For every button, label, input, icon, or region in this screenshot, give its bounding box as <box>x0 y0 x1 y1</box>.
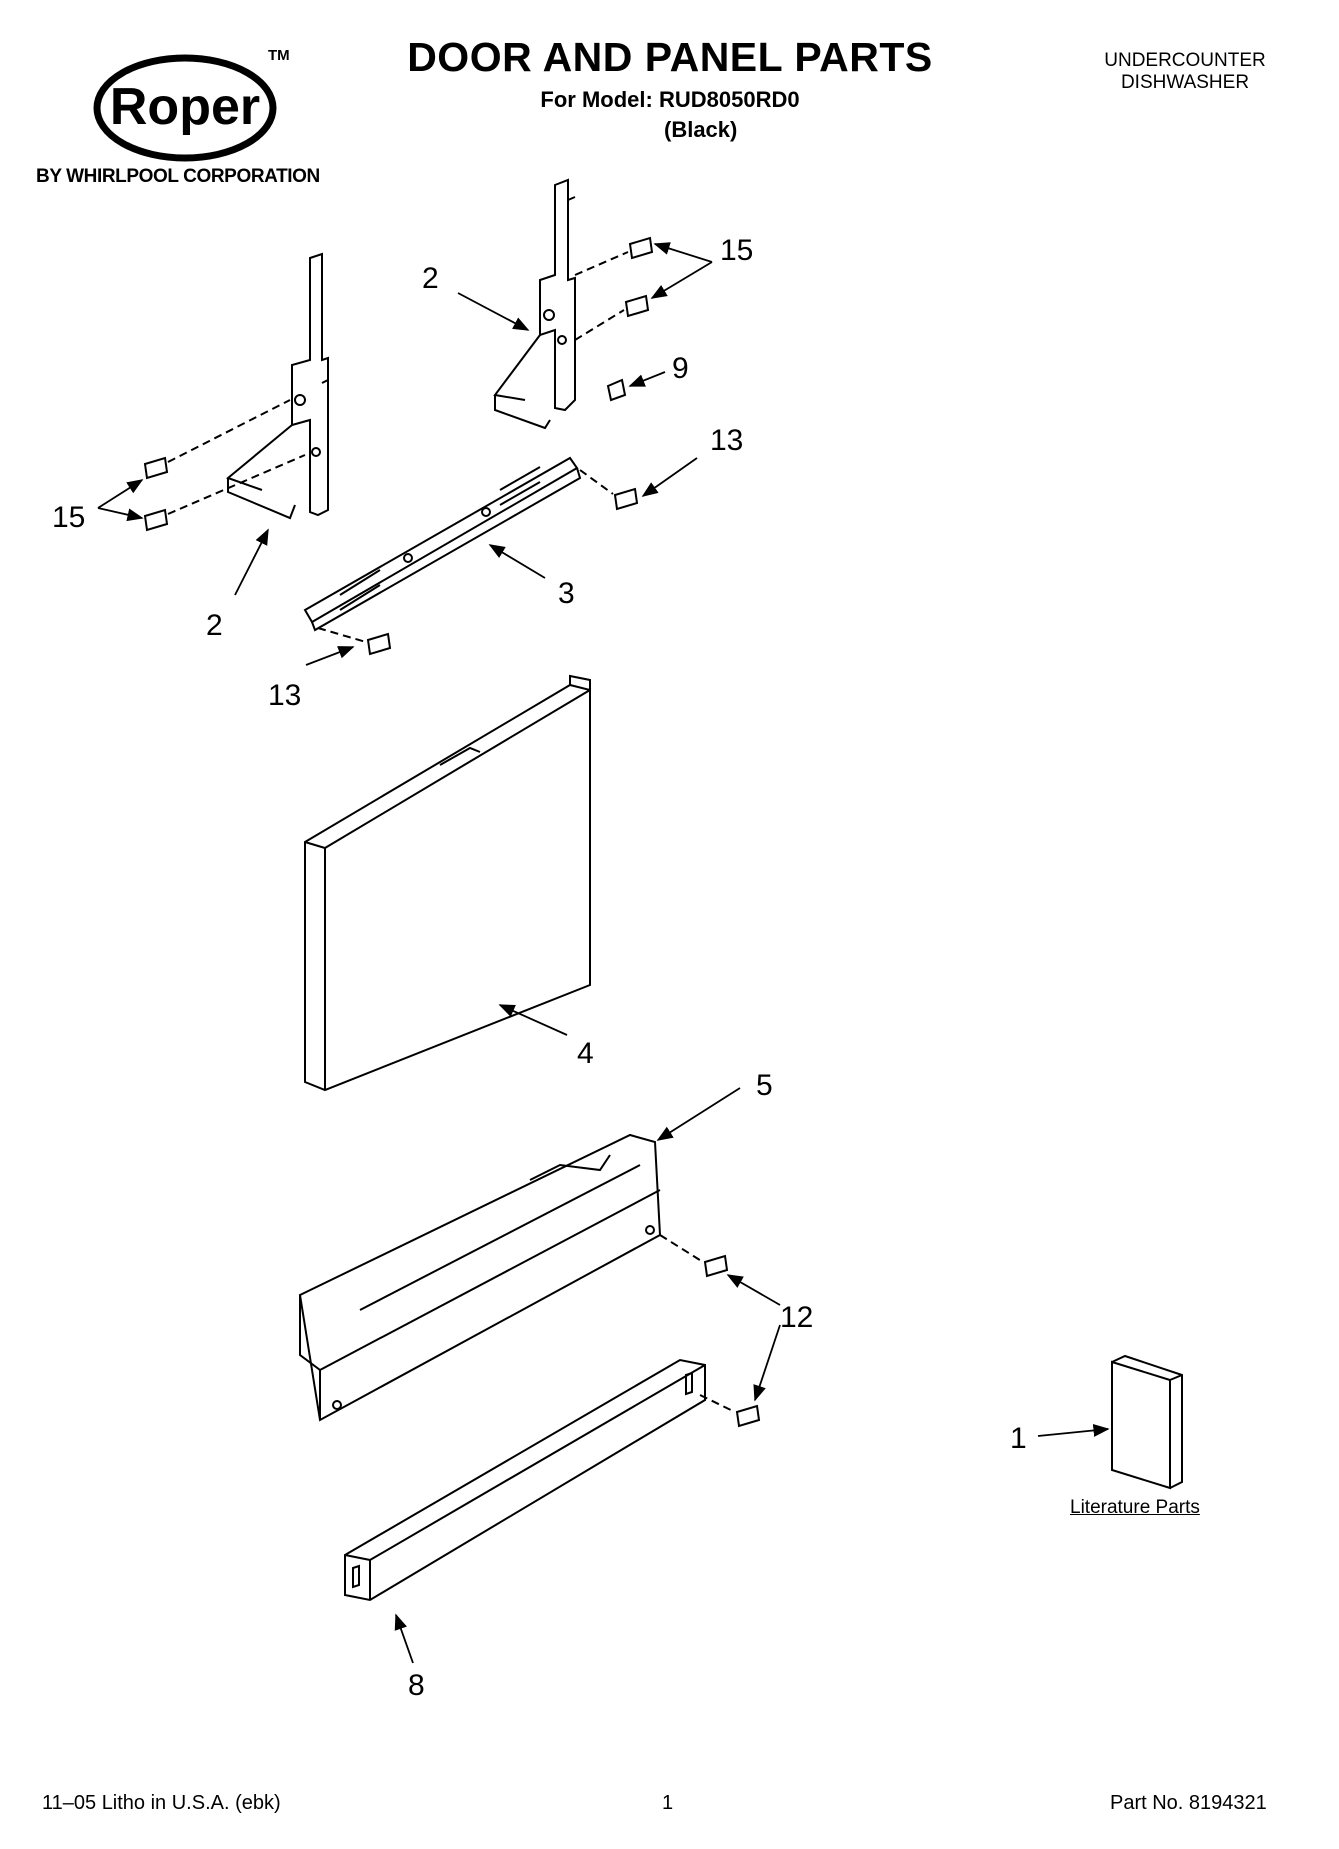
model-number: For Model: RUD8050RD0 <box>540 87 800 112</box>
footer-print-info: 11–05 Litho in U.S.A. (ebk) <box>42 1792 281 1814</box>
callout-screw-13-left: 13 <box>268 679 301 712</box>
corporation-label: BY WHIRLPOOL CORPORATION <box>36 166 320 187</box>
callout-literature: 1 <box>1010 1422 1027 1455</box>
callout-screws-15-left: 15 <box>52 501 85 534</box>
screw-13-left <box>366 632 392 656</box>
product-type-line2: DISHWASHER <box>1120 72 1250 93</box>
part-number: Part No. 8194321 <box>1110 1792 1267 1814</box>
literature-parts-label: Literature Parts <box>1070 1497 1200 1518</box>
callout-hinge-right: 2 <box>422 262 439 295</box>
callout-screws-15-right: 15 <box>720 234 753 267</box>
clip-part <box>606 378 627 402</box>
literature-book-part <box>1111 1354 1183 1490</box>
screw-12-lower <box>735 1404 761 1428</box>
screw-13-right <box>613 487 639 511</box>
product-type-line1: UNDERCOUNTER <box>1104 50 1266 71</box>
roper-logo: Roper TM <box>93 47 290 162</box>
screws-15-left <box>143 399 306 532</box>
screw-12-upper <box>703 1254 729 1278</box>
callout-door-panel: 4 <box>577 1037 594 1070</box>
screws-15-right <box>574 236 654 341</box>
page-number: 1 <box>662 1792 674 1814</box>
callout-kick-plate: 8 <box>408 1669 425 1702</box>
callout-screw-13-right: 13 <box>710 424 743 457</box>
brand-name: Roper <box>110 78 260 136</box>
trademark-mark: TM <box>268 47 290 64</box>
right-hinge-part <box>493 178 576 430</box>
kick-plate-part <box>344 1358 706 1602</box>
callout-screws-12: 12 <box>780 1301 813 1334</box>
callout-clip: 9 <box>672 352 689 385</box>
model-color: (Black) <box>664 117 738 142</box>
mounting-brace-part <box>303 456 582 632</box>
lower-panel-part <box>298 1133 662 1422</box>
callout-hinge-left: 2 <box>206 609 223 642</box>
door-panel-part <box>304 674 591 1092</box>
callout-brace: 3 <box>558 577 575 610</box>
callout-lower-panel: 5 <box>756 1069 773 1102</box>
left-hinge-part <box>226 252 329 520</box>
product-type: UNDERCOUNTER DISHWASHER <box>1060 50 1310 94</box>
page-title: DOOR AND PANEL PARTS <box>407 34 933 80</box>
